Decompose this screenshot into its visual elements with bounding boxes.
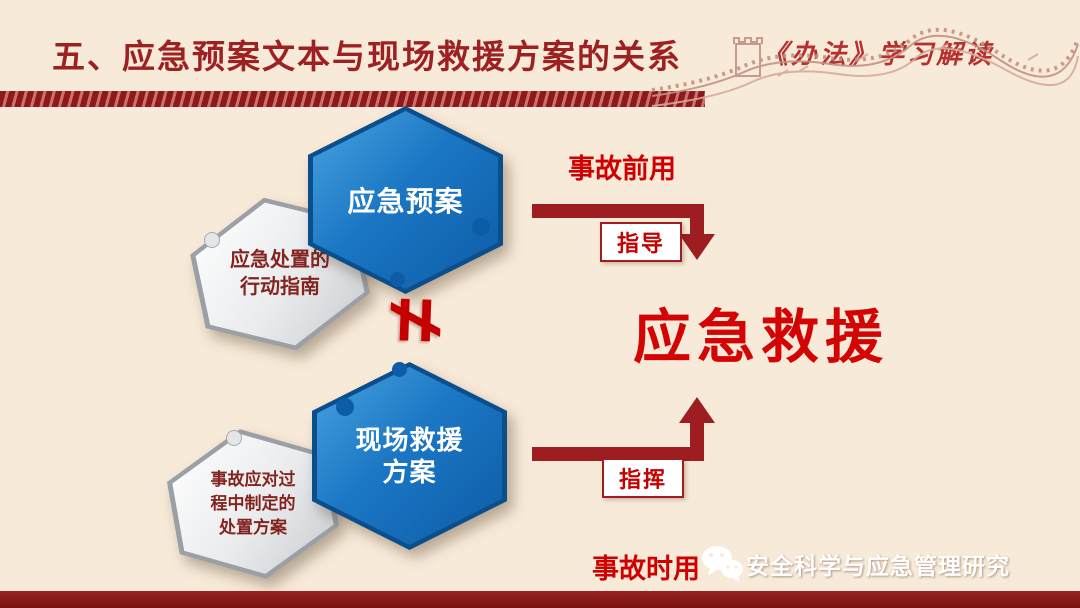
stripe-band-divider bbox=[0, 91, 705, 107]
hexagon-shape bbox=[308, 106, 503, 294]
hex-note-label: 应急处置的行动指南 bbox=[230, 249, 330, 298]
guide-box: 指导 bbox=[600, 222, 682, 262]
wechat-icon bbox=[702, 546, 743, 582]
hex-note-label: 事故应对过程中制定的处置方案 bbox=[210, 470, 296, 537]
top-flow-label: 事故前用 bbox=[568, 154, 676, 184]
puzzle-nub bbox=[336, 398, 354, 416]
command-box: 指挥 bbox=[602, 458, 684, 498]
puzzle-nub bbox=[472, 218, 490, 236]
result-text: 应急救援 bbox=[633, 305, 890, 370]
puzzle-nub bbox=[390, 272, 405, 287]
arrow-guide-down bbox=[532, 204, 715, 260]
watermark: 安全科学与应急管理研究 bbox=[700, 542, 1010, 586]
puzzle-nub bbox=[226, 430, 242, 446]
puzzle-nub bbox=[204, 232, 220, 248]
bottom-bar bbox=[0, 591, 1080, 608]
hex-label: 应急预案 bbox=[347, 186, 464, 217]
page-title: 五、应急预案文本与现场救援方案的关系 bbox=[52, 38, 682, 75]
hex-label: 现场救援 方案 bbox=[355, 424, 464, 488]
hex-emergency-response-guide: 应急处置的行动指南 bbox=[196, 196, 364, 352]
hex-disposal-plan-note: 事故应对过程中制定的处置方案 bbox=[172, 428, 334, 580]
arrow-command-up bbox=[532, 397, 715, 461]
bottom-flow-label: 事故时用 bbox=[592, 554, 700, 584]
puzzle-nub bbox=[392, 362, 407, 377]
hexagon-shape bbox=[312, 362, 507, 550]
watermark-text: 安全科学与应急管理研究 bbox=[746, 553, 1010, 579]
great-wall-illustration bbox=[651, 27, 1080, 107]
hex-emergency-plan: 应急预案 bbox=[308, 106, 503, 294]
not-equal-symbol: ≠ bbox=[371, 296, 462, 344]
hex-onsite-rescue-plan: 现场救援 方案 bbox=[312, 362, 507, 550]
